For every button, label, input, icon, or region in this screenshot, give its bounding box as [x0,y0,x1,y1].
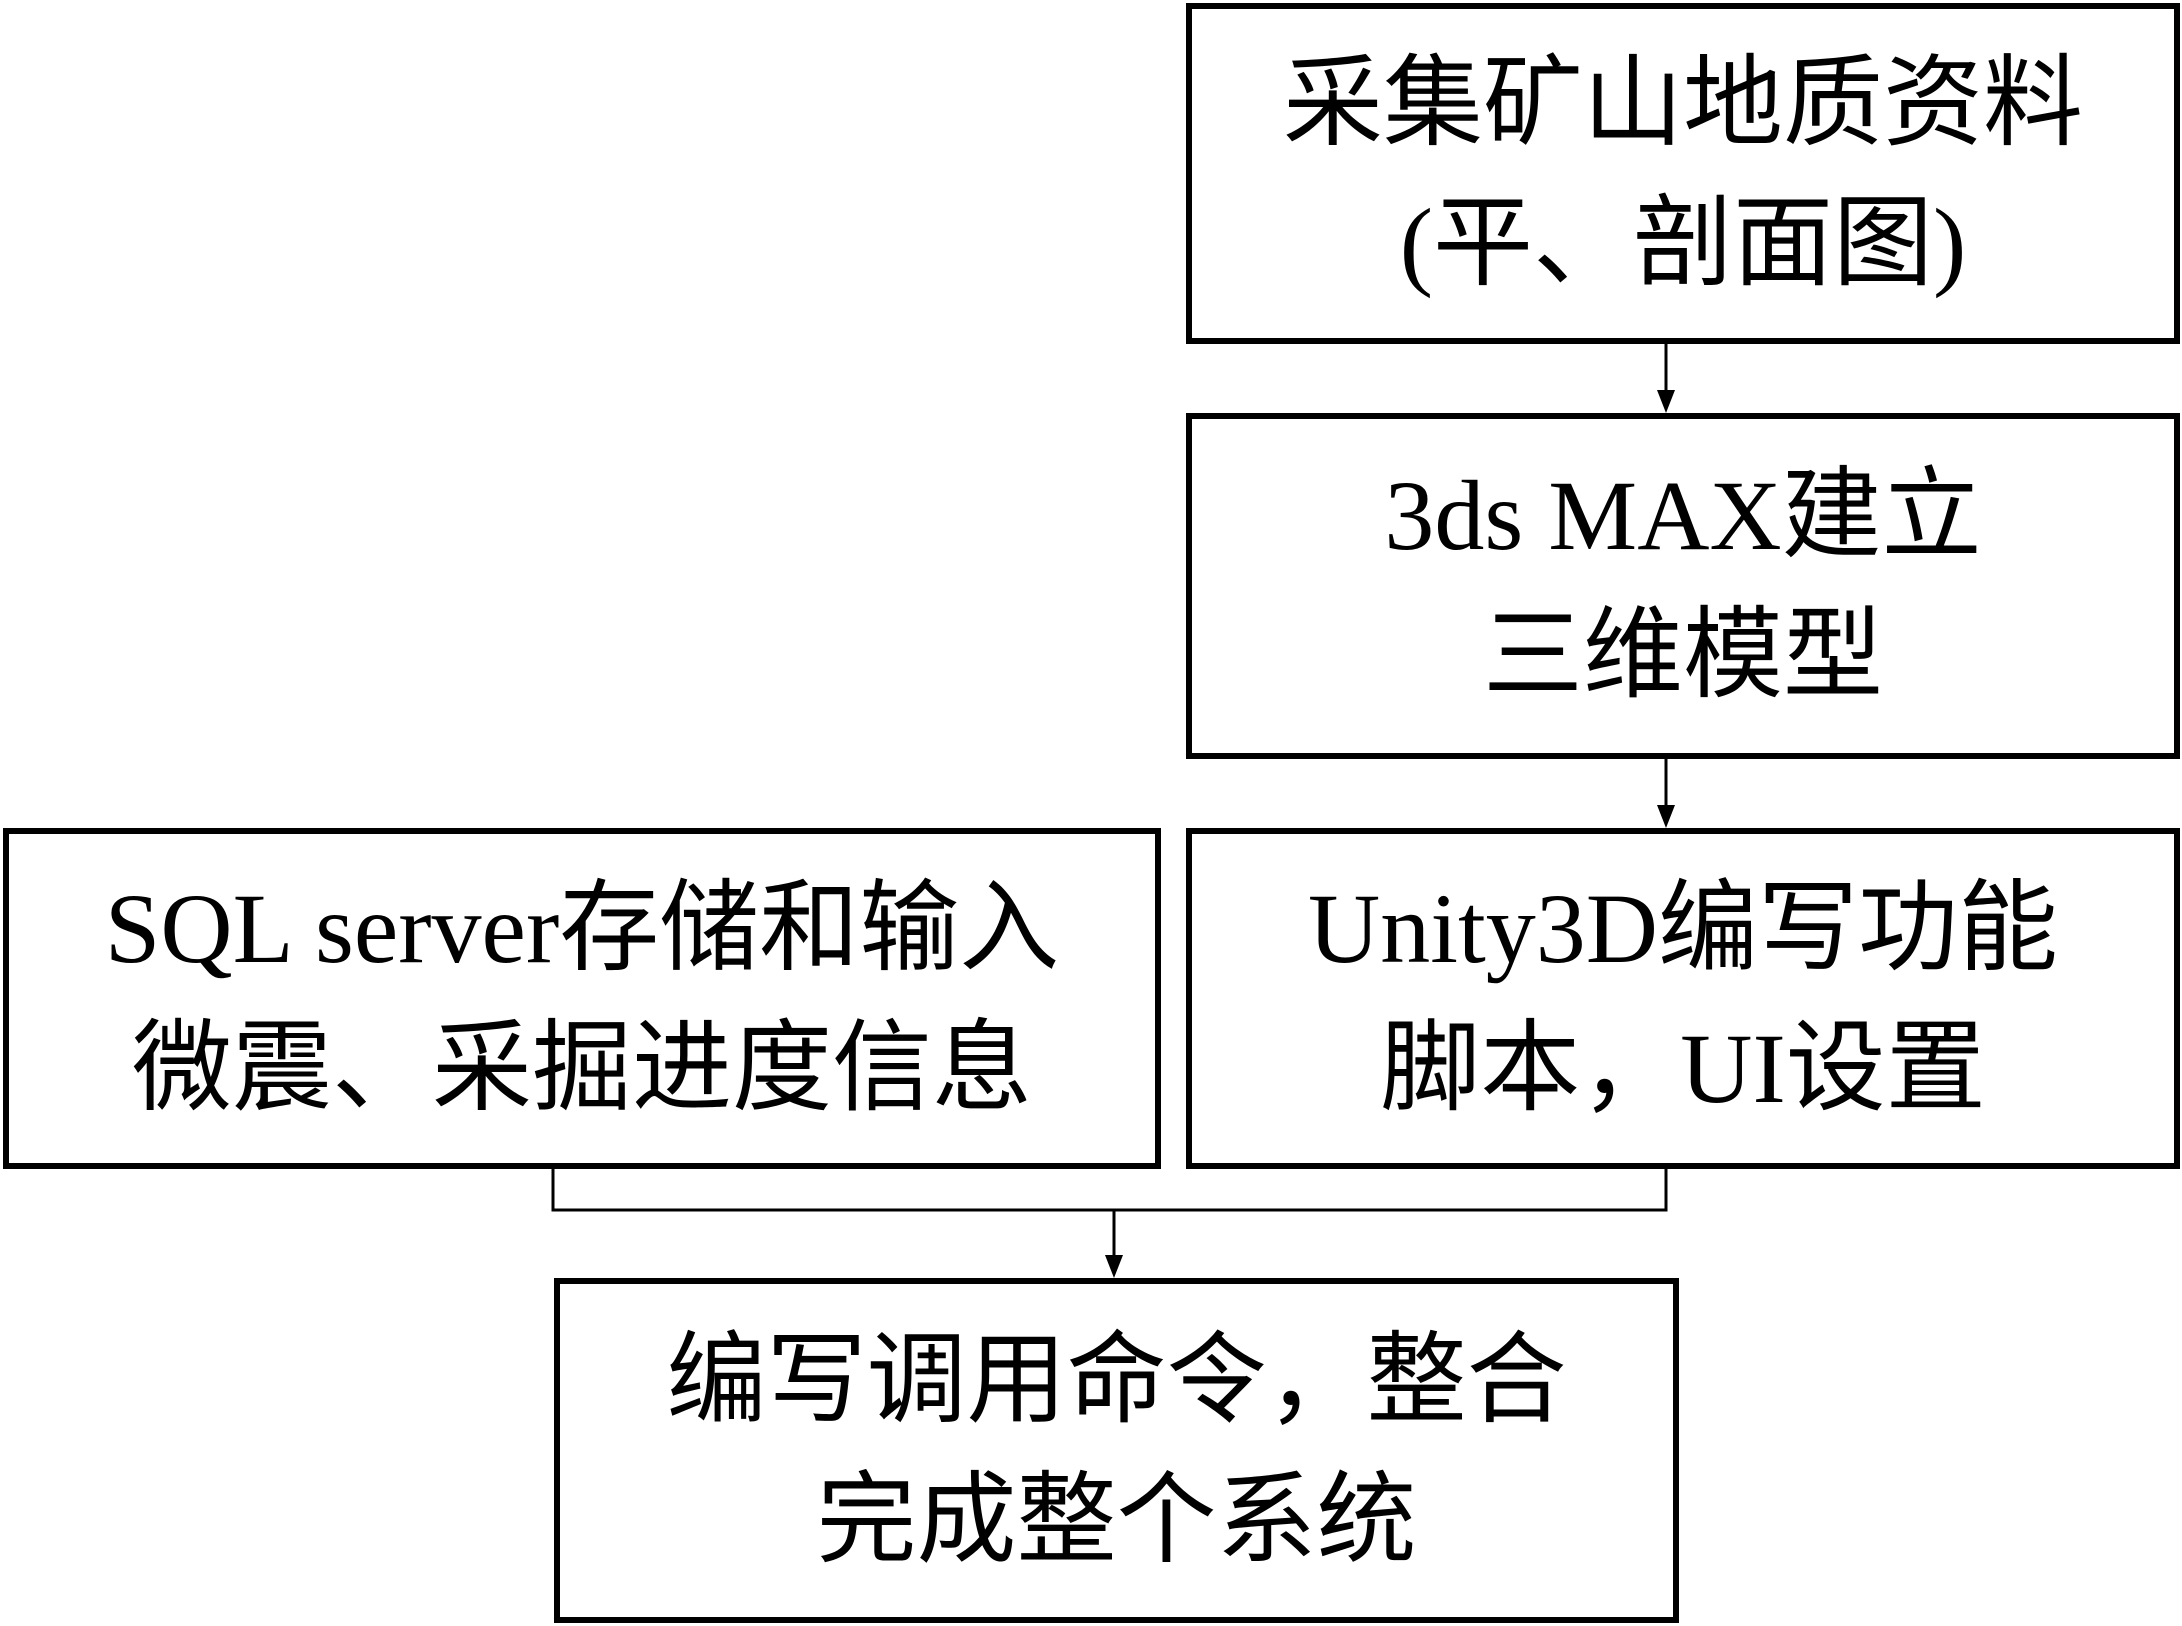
step-integrate-system: 编写调用命令，整合 完成整个系统 [554,1278,1679,1623]
arrow-merge-to-integrate [1105,1210,1123,1278]
step-unity-line2: 脚本，UI设置 [1380,1012,1986,1124]
step-unity-line1: Unity3D编写功能 [1308,872,2058,984]
step-model-line1: 3ds MAX建立 [1384,460,1982,571]
step-collect-line1: 采集矿山地质资料 [1283,47,2083,159]
arrow-model-to-unity [1657,759,1675,828]
step-model-line2: 三维模型 [1483,600,1883,711]
merge-connector [551,1169,1668,1212]
step-3dsmax-model: 3ds MAX建立 三维模型 [1186,413,2180,759]
step-integrate-line1: 编写调用命令，整合 [666,1324,1567,1436]
step-integrate-line2: 完成整个系统 [816,1464,1417,1576]
step-unity-scripts: Unity3D编写功能 脚本，UI设置 [1186,828,2180,1169]
step-sql-server: SQL server存储和输入 微震、采掘进度信息 [3,828,1161,1169]
step-collect-line2: (平、剖面图) [1399,187,1967,299]
step-sql-line1: SQL server存储和输入 [104,872,1060,984]
step-collect-geology-data: 采集矿山地质资料 (平、剖面图) [1186,3,2180,344]
step-sql-line2: 微震、采掘进度信息 [132,1012,1032,1124]
arrow-collect-to-model [1657,344,1675,413]
